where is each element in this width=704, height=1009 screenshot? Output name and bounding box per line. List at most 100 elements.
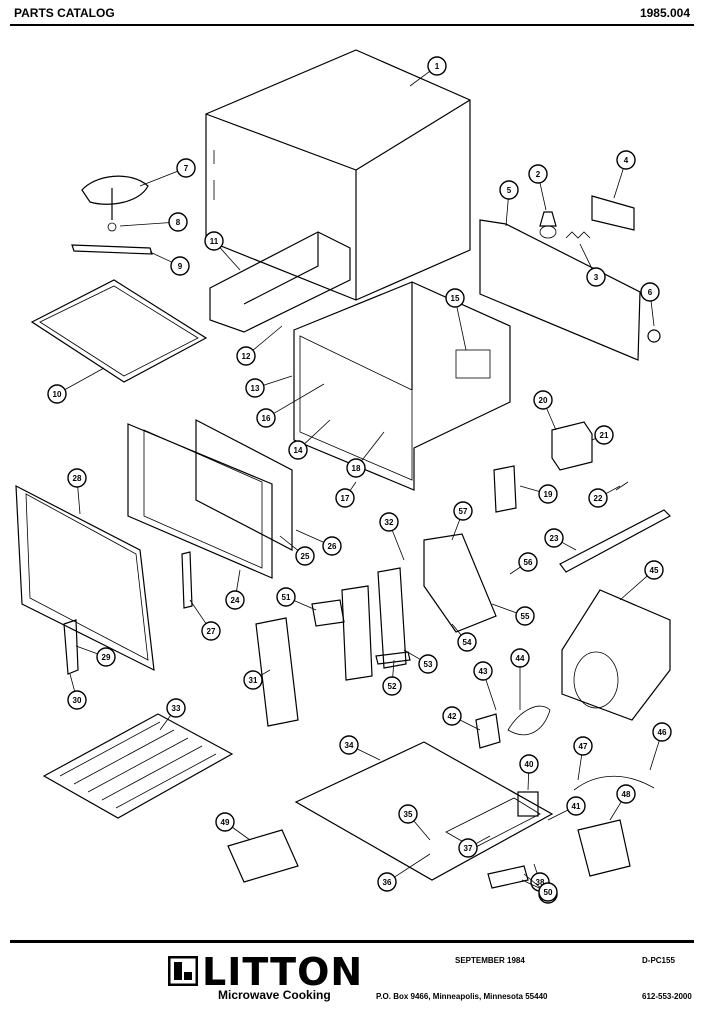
callout-bubble xyxy=(243,670,263,690)
callout-19: 19 xyxy=(519,484,558,504)
callout-number: 3 xyxy=(594,273,599,282)
callout-23: 23 xyxy=(544,528,577,551)
callout-leader xyxy=(189,599,207,624)
callout-36: 36 xyxy=(377,853,431,892)
callout-26: 26 xyxy=(295,529,342,556)
callout-number: 6 xyxy=(648,288,653,297)
header-rule xyxy=(10,24,694,26)
callout-bubble xyxy=(515,606,535,626)
callout-bubble xyxy=(47,384,67,404)
callout-number: 11 xyxy=(210,237,219,246)
callout-number: 46 xyxy=(658,728,667,737)
callout-number: 45 xyxy=(650,566,659,575)
callout-1: 1 xyxy=(409,56,447,87)
callout-leader xyxy=(539,182,547,211)
callout-bubble xyxy=(528,164,548,184)
callout-bubble xyxy=(510,648,530,668)
callout-51: 51 xyxy=(276,587,317,611)
callout-number: 35 xyxy=(404,810,413,819)
callout-bubble xyxy=(544,528,564,548)
callout-bubble xyxy=(418,654,438,674)
callout-number: 14 xyxy=(294,446,303,455)
callout-8: 8 xyxy=(119,212,188,232)
callout-leader xyxy=(491,603,517,614)
callout-leader xyxy=(605,485,621,495)
callout-leader xyxy=(403,649,421,660)
callout-bubble xyxy=(538,484,558,504)
callout-34: 34 xyxy=(339,735,381,761)
callout-leader xyxy=(650,300,655,327)
callout-leader xyxy=(119,222,170,227)
callout-bubble xyxy=(322,536,342,556)
callout-leader xyxy=(361,431,385,462)
callout-leader xyxy=(456,306,467,351)
callout-number: 1 xyxy=(435,62,440,71)
footer-rule xyxy=(10,940,694,943)
callout-number: 37 xyxy=(464,844,473,853)
callout-bubble xyxy=(457,632,477,652)
callout-45: 45 xyxy=(619,560,664,601)
callout-bubble xyxy=(295,546,315,566)
callout-13: 13 xyxy=(245,375,293,398)
callout-number: 24 xyxy=(231,596,240,605)
callout-30: 30 xyxy=(67,673,87,710)
callout-49: 49 xyxy=(215,812,251,841)
callout-6: 6 xyxy=(640,282,660,327)
company-address: P.O. Box 9466, Minneapolis, Minnesota 55… xyxy=(376,992,548,1001)
catalog-number: 1985.004 xyxy=(639,6,690,20)
callout-leader xyxy=(533,863,538,874)
callout-bubble xyxy=(616,150,636,170)
litton-logo: LITTON Microwave Cooking xyxy=(168,950,362,1008)
callout-bubble xyxy=(339,735,359,755)
callout-2: 2 xyxy=(528,164,548,211)
litton-logo-icon xyxy=(168,956,198,986)
callout-number: 20 xyxy=(539,396,548,405)
callout-number: 48 xyxy=(622,790,631,799)
callout-48: 48 xyxy=(609,784,636,821)
callout-number: 53 xyxy=(424,660,433,669)
callout-number: 23 xyxy=(550,534,559,543)
callout-bubble xyxy=(644,560,664,580)
callout-leader xyxy=(649,740,660,771)
callout-bubble xyxy=(201,621,221,641)
callout-12: 12 xyxy=(236,325,283,366)
callout-number: 9 xyxy=(178,262,183,271)
document-code: D-PC155 xyxy=(642,956,675,965)
callout-33: 33 xyxy=(159,698,186,731)
callout-number: 8 xyxy=(176,218,181,227)
callout-leader xyxy=(75,645,98,655)
callout-leader xyxy=(263,375,293,386)
callout-number: 52 xyxy=(388,682,397,691)
callout-31: 31 xyxy=(243,669,271,690)
callout-21: 21 xyxy=(591,425,614,445)
callout-leader xyxy=(64,367,105,390)
exploded-parts-diagram: 1234567891011121314151617181920212223242… xyxy=(15,49,672,904)
callout-bubble xyxy=(588,488,608,508)
callout-bubble xyxy=(382,676,402,696)
callout-bubble xyxy=(170,256,190,276)
callout-bubble xyxy=(473,661,493,681)
callout-leader xyxy=(527,772,530,791)
callout-20: 20 xyxy=(533,390,557,431)
publication-date: SEPTEMBER 1984 xyxy=(455,956,525,965)
callout-bubble xyxy=(566,796,586,816)
callout-3: 3 xyxy=(579,243,606,287)
callout-53: 53 xyxy=(403,649,438,674)
callout-leader xyxy=(523,873,542,889)
callout-11: 11 xyxy=(204,231,241,271)
callout-57: 57 xyxy=(451,501,473,541)
callout-number: 19 xyxy=(544,490,553,499)
callout-bubble xyxy=(519,754,539,774)
callout-16: 16 xyxy=(256,383,325,428)
callout-40: 40 xyxy=(519,754,539,791)
callout-leader xyxy=(451,623,462,636)
callout-bubble xyxy=(442,706,462,726)
callout-bubble xyxy=(573,736,593,756)
callout-24: 24 xyxy=(225,569,245,610)
callout-number: 47 xyxy=(579,742,588,751)
callout-54: 54 xyxy=(451,623,477,652)
callout-leader xyxy=(547,809,569,821)
callout-47: 47 xyxy=(573,736,593,781)
callout-number: 55 xyxy=(521,612,530,621)
page-title: PARTS CATALOG xyxy=(14,6,115,20)
